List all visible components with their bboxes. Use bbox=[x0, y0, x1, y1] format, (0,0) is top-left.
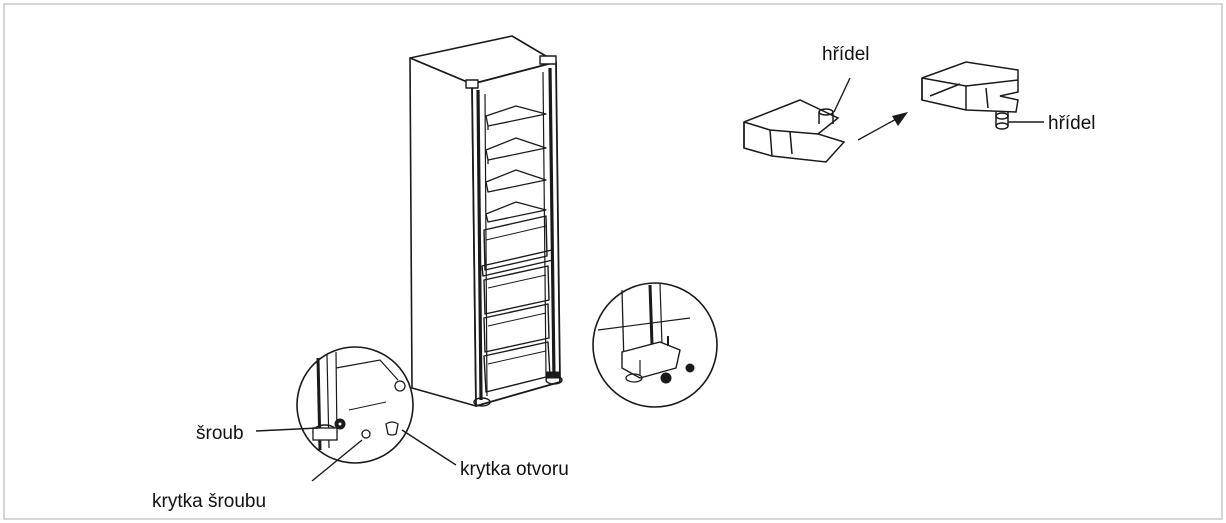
label-shaft-right: hřídel bbox=[1048, 113, 1096, 134]
hinge-part-right bbox=[921, 61, 1019, 130]
label-shaft-top: hřídel bbox=[822, 44, 870, 65]
leader-lines bbox=[255, 77, 1044, 482]
hinge-part-left bbox=[743, 99, 846, 163]
figure-border bbox=[3, 3, 1223, 520]
fridge-shelves bbox=[485, 105, 547, 223]
label-hole-cover: krytka otvoru bbox=[460, 459, 569, 480]
label-screw-cover: krytka šroubu bbox=[152, 491, 267, 512]
detail-circle-screw bbox=[296, 346, 414, 464]
detail-circle-hinge bbox=[592, 282, 718, 408]
refrigerator bbox=[409, 35, 563, 407]
direction-arrow bbox=[857, 112, 908, 141]
label-screw: šroub bbox=[196, 423, 244, 444]
